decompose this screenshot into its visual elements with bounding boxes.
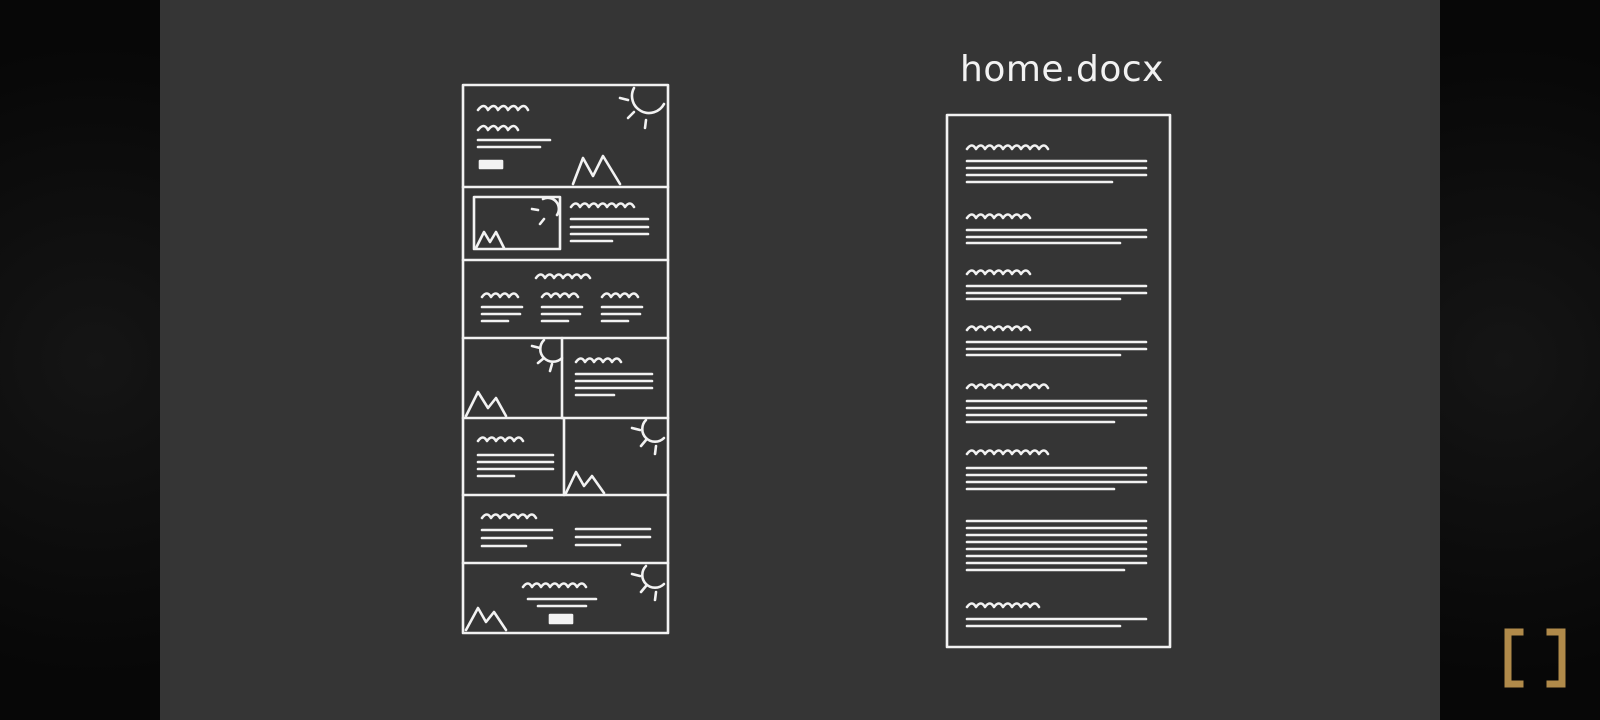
footer-cta-section	[464, 564, 666, 632]
doc-block-8	[965, 602, 1148, 628]
sun-icon	[630, 86, 666, 115]
document-title: home.docx	[960, 49, 1164, 90]
three-column-section	[480, 273, 644, 323]
doc-block-4	[965, 325, 1148, 357]
fullscreen-button[interactable]	[1500, 628, 1570, 688]
doc-block-1	[965, 144, 1148, 184]
doc-block-2	[965, 213, 1148, 245]
document-wireframe	[945, 113, 1172, 649]
fullscreen-bracket-icon	[1504, 628, 1566, 688]
doc-block-3	[965, 269, 1148, 301]
two-column-text-section	[480, 513, 652, 548]
doc-block-5	[965, 383, 1148, 424]
doc-block-6	[965, 449, 1148, 491]
doc-block-7	[965, 519, 1148, 572]
document-outline	[945, 113, 1172, 649]
image-text-section	[472, 195, 650, 251]
letterbox-left	[0, 0, 160, 720]
website-wireframe	[461, 83, 670, 635]
split-section-image-left	[464, 336, 654, 420]
wireframe-outline	[461, 83, 670, 635]
letterbox-right	[1440, 0, 1600, 720]
hero-section	[476, 86, 666, 186]
split-section-image-right	[476, 416, 666, 497]
video-stage	[160, 0, 1440, 720]
